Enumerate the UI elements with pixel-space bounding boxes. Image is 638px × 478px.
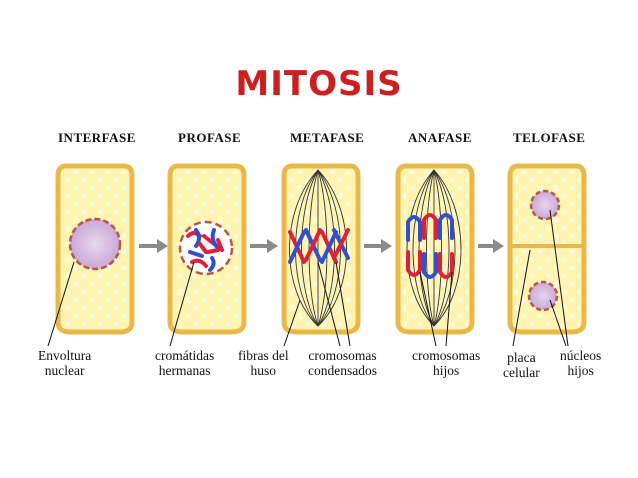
chromosomes-anafase xyxy=(406,213,454,279)
stage-label-interfase: INTERFASE xyxy=(58,130,136,145)
stage-label-anafase: ANAFASE xyxy=(408,130,472,145)
cell-interfase xyxy=(55,163,135,335)
arrow-metafase-anafase xyxy=(364,239,392,253)
cell-metafase xyxy=(281,163,361,335)
cell-profase xyxy=(167,163,247,335)
chromosomes-metafase xyxy=(288,228,350,264)
stage-label-telofase: TELOFASE xyxy=(513,130,586,145)
cell-anafase xyxy=(395,163,475,335)
stage-label-metafase: METAFASE xyxy=(290,130,365,145)
arrow-interfase-profase xyxy=(139,239,168,253)
pointer-lines xyxy=(47,209,569,347)
diagram-title: MITOSIS xyxy=(235,64,403,104)
cell-telofase xyxy=(507,163,587,335)
stage-label-profase: PROFASE xyxy=(178,130,242,145)
arrow-anafase-telofase xyxy=(478,239,504,253)
arrow-profase-metafase xyxy=(250,239,278,253)
spindle-fibers-anafase xyxy=(406,169,462,327)
